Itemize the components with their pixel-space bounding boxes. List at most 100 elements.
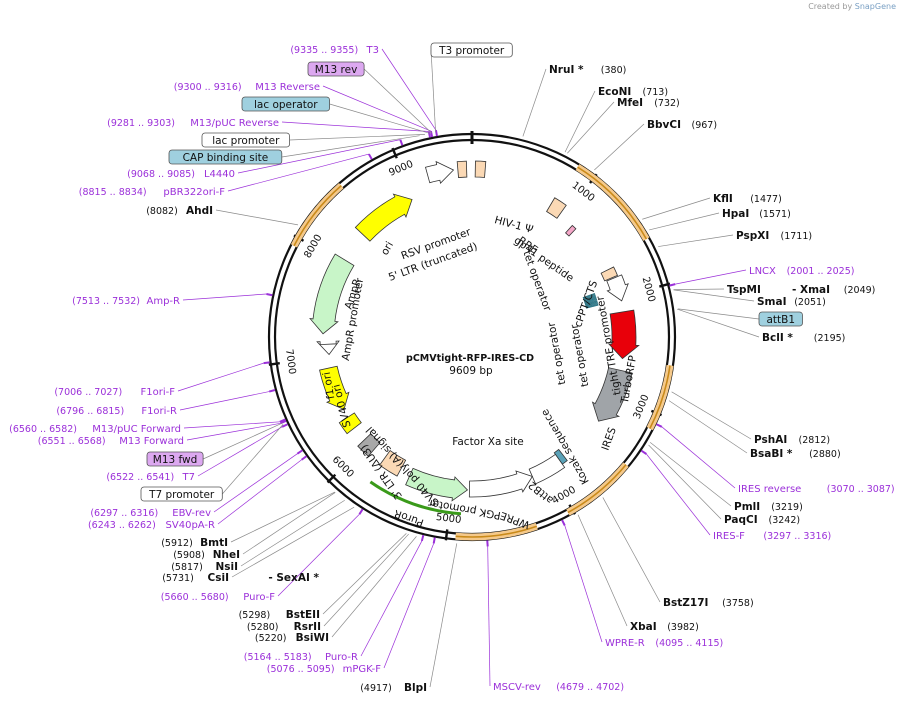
primer-pos-ires-f: (3297 .. 3316) [763, 531, 831, 542]
t3-promoter-box-leader [430, 49, 436, 133]
feature-tight-tre-promoter [606, 274, 629, 302]
enzyme-pshai: PshAI [754, 434, 787, 446]
tick-mark-9000 [391, 147, 398, 159]
primer-pos-puro-r: (5164 .. 5183) [244, 652, 312, 663]
enzyme-xmai: - XmaI [792, 284, 830, 296]
primer-mark-0 [434, 129, 438, 137]
primer-m13-puc-forward: M13/pUC Forward [92, 424, 181, 435]
enzyme-pos-rsrii: (5280) [247, 622, 279, 633]
puror-orf-outline [369, 480, 462, 516]
feature-layer [309, 160, 640, 516]
tet-operator-1 [583, 294, 596, 301]
tick-mark-2000 [659, 282, 671, 288]
plasmid-name: pCMVtight-RFP-IRES-CD [406, 353, 534, 364]
primer-pos-l4440: (9068 .. 9085) [127, 169, 195, 180]
enzyme-leader-mfei [567, 101, 615, 154]
primer-leader-mscv-rev [487, 546, 491, 687]
enzyme-sexai: - SexAI * [268, 572, 319, 584]
primer-leader-m13-puc-reverse [281, 121, 429, 132]
primer-leader-m13-puc-forward [183, 421, 280, 429]
enzyme-blpi: BlpI [404, 682, 427, 694]
feature-attb2 [553, 448, 568, 465]
feature-puror [405, 467, 469, 502]
primer-puro-f: Puro-F [243, 592, 275, 603]
primer-mark-14 [420, 534, 425, 542]
primer-ires-f: IRES-F [713, 531, 745, 542]
enzyme-kfli: KflI [713, 193, 733, 205]
feature-3ltr [379, 449, 407, 477]
feature-hiv1-psi [474, 160, 487, 178]
primer-leader-lncx [675, 269, 747, 285]
enzyme-leader-pspxi [658, 234, 734, 247]
primer-mark-11 [296, 449, 303, 455]
tet-operator-3 [584, 298, 598, 304]
enzyme-pos-nsii: (5817) [171, 562, 203, 573]
primer-f1ori-f: F1ori-F [141, 387, 176, 398]
m13-rev-box-label: M13 rev [315, 64, 358, 76]
enzyme-mfei: MfeI [617, 97, 643, 109]
tet-operator-2 [583, 296, 597, 303]
leader-lines [177, 48, 760, 688]
primer-leader-f1ori-r [179, 391, 270, 411]
primer-leader-wpre-r [564, 525, 603, 643]
t7-promoter-box-label: T7 promoter [148, 489, 215, 501]
feature-turborfp [607, 309, 640, 360]
enzyme-leader-bstz17i [602, 497, 661, 603]
hiv1-psi-label: HIV-1 Ψ [493, 214, 534, 236]
primer-mscv-rev: MSCV-rev [493, 682, 541, 693]
primer-pos-amp-r: (7513 .. 7532) [72, 296, 140, 307]
primer-leader-t7 [197, 426, 283, 477]
enzyme-pos-smai: (2051) [794, 297, 826, 308]
lac-operator-box-leader [329, 103, 430, 134]
enzyme-pos-bsabi: (2880) [809, 449, 841, 460]
primer-pos-ires-reverse: (3070 .. 3087) [827, 484, 895, 495]
primer-mark-4 [368, 153, 373, 160]
attb2-label: attB2 [526, 479, 556, 507]
primer-leader-ires-reverse [661, 426, 736, 489]
feature-gp41-peptide [565, 224, 577, 237]
tick-label-2000: 2000 [640, 276, 657, 303]
primer-pos-t7: (6522 .. 6541) [106, 472, 174, 483]
primer-leader-pbr322ori-f [227, 153, 369, 192]
enzyme-smai: SmaI [757, 296, 787, 308]
tick-label-5000: 5000 [435, 512, 462, 526]
primer-mark-17 [561, 519, 566, 526]
primer-leader-amp-r [182, 293, 267, 301]
tet-operator-4 [584, 300, 598, 306]
tick-mark-6000 [326, 473, 337, 484]
primer-sv40pa-r: SV40pA-R [166, 520, 215, 531]
enzyme-leader-bsiwi [331, 536, 417, 638]
t7-promoter-box-leader [222, 423, 284, 495]
m13-rev-box-leader [363, 68, 432, 134]
wpre-label: WPRE [499, 509, 532, 531]
enzyme-xbai: XbaI [630, 621, 657, 633]
enzyme-leader-nhei [242, 492, 336, 555]
enzyme-leader-hpai [649, 212, 720, 231]
feature-rre [546, 197, 567, 219]
enzyme-leader-bbvci [594, 123, 645, 171]
feature-wpre [528, 453, 566, 485]
enzyme-pos-kfli: (1477) [750, 194, 782, 205]
primer-leader-ires-f [646, 453, 711, 536]
primer-pos-wpre-r: (4095 .. 4115) [655, 638, 723, 649]
primer-pos-mscv-rev: (4679 .. 4702) [556, 682, 624, 693]
primer-leader-puro-r [360, 540, 423, 657]
primer-pos-pbr322ori-f: (8815 .. 8834) [79, 187, 147, 198]
primer-mark-12 [301, 455, 308, 461]
primer-leader-puro-f [277, 514, 360, 597]
primer-leader-m13-reverse [322, 85, 432, 132]
enzyme-leader-econi [564, 90, 596, 153]
enzyme-leader-bcli [676, 308, 760, 338]
tet-operator-2-label: tet operator [546, 321, 569, 386]
enzyme-pos-xbai: (3982) [667, 622, 699, 633]
m13-fwd-box-leader [202, 422, 283, 460]
primer-pos-lncx: (2001 .. 2025) [787, 266, 855, 277]
feature-rsv-promoter [424, 160, 455, 185]
enzyme-pmli: PmlI [734, 501, 760, 513]
primer-m13-puc-reverse: M13/pUC Reverse [190, 118, 279, 129]
tick-mark-5000 [444, 529, 449, 541]
feature-5ltr-truncated [456, 160, 468, 179]
tet-operator-5 [585, 301, 599, 307]
enzyme-econi: EcoNI [598, 86, 631, 98]
center-title: pCMVtight-RFP-IRES-CD 9609 bp [406, 353, 534, 377]
